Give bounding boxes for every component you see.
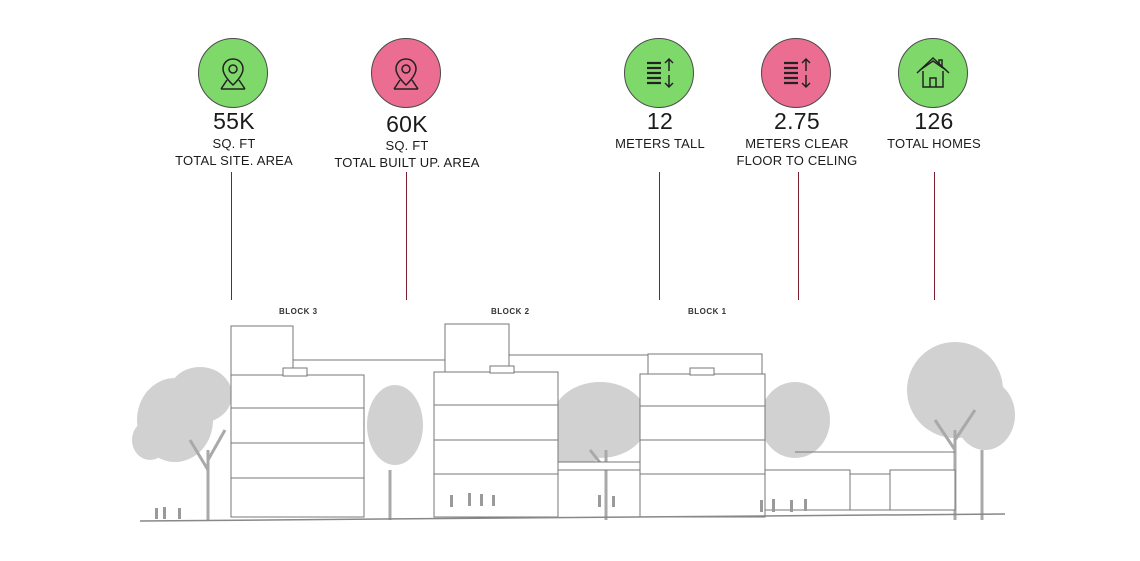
house-icon — [916, 56, 950, 88]
height-list-icon — [647, 57, 674, 89]
stat-label-line: METERS TALL — [615, 136, 705, 151]
tree-trunks — [188, 409, 984, 520]
buildings — [230, 323, 956, 518]
stat-value: 126 — [914, 108, 954, 134]
stat-label: TOTAL HOMES — [834, 135, 1034, 152]
stat-label-line: TOTAL HOMES — [887, 136, 981, 151]
people — [155, 493, 807, 519]
stat-label: SQ. FT TOTAL SITE. AREA — [134, 135, 334, 169]
stat-label-line: SQ. FT — [385, 138, 429, 153]
stat-built-up-area-badge — [371, 38, 441, 108]
location-pin-icon — [220, 58, 246, 90]
stat-label: METERS CLEAR FLOOR TO CELING — [697, 135, 897, 169]
stat-height-badge — [624, 38, 694, 108]
stat-label-line: TOTAL SITE. AREA — [175, 153, 293, 168]
stat-label: METERS TALL — [560, 135, 760, 152]
stat-value: 12 — [646, 108, 674, 134]
leader-line — [934, 172, 935, 300]
stat-label: SQ. FT TOTAL BUILT UP. AREA — [307, 137, 507, 171]
leader-line — [231, 172, 232, 300]
leader-line — [798, 172, 799, 300]
stat-value: 60K — [386, 111, 428, 137]
stat-site-area-badge — [198, 38, 268, 108]
stat-label-line: TOTAL BUILT UP. AREA — [334, 155, 480, 170]
stat-label-line: FLOOR TO CELING — [736, 153, 858, 168]
leader-line — [406, 172, 407, 300]
block-label: BLOCK 3 — [279, 307, 318, 316]
ground-line — [139, 513, 1006, 522]
block-label: BLOCK 1 — [688, 307, 727, 316]
stat-total-homes-badge — [898, 38, 968, 108]
height-list-icon — [784, 57, 811, 89]
leader-line — [659, 172, 660, 300]
location-pin-icon — [393, 58, 419, 90]
block-label: BLOCK 2 — [491, 307, 530, 316]
stat-label-line: SQ. FT — [212, 136, 256, 151]
trees — [132, 342, 1015, 467]
stat-value: 55K — [213, 108, 255, 134]
stat-value: 2.75 — [774, 108, 820, 134]
stat-floor-clearance-badge — [761, 38, 831, 108]
stat-label-line: METERS CLEAR — [745, 136, 849, 151]
